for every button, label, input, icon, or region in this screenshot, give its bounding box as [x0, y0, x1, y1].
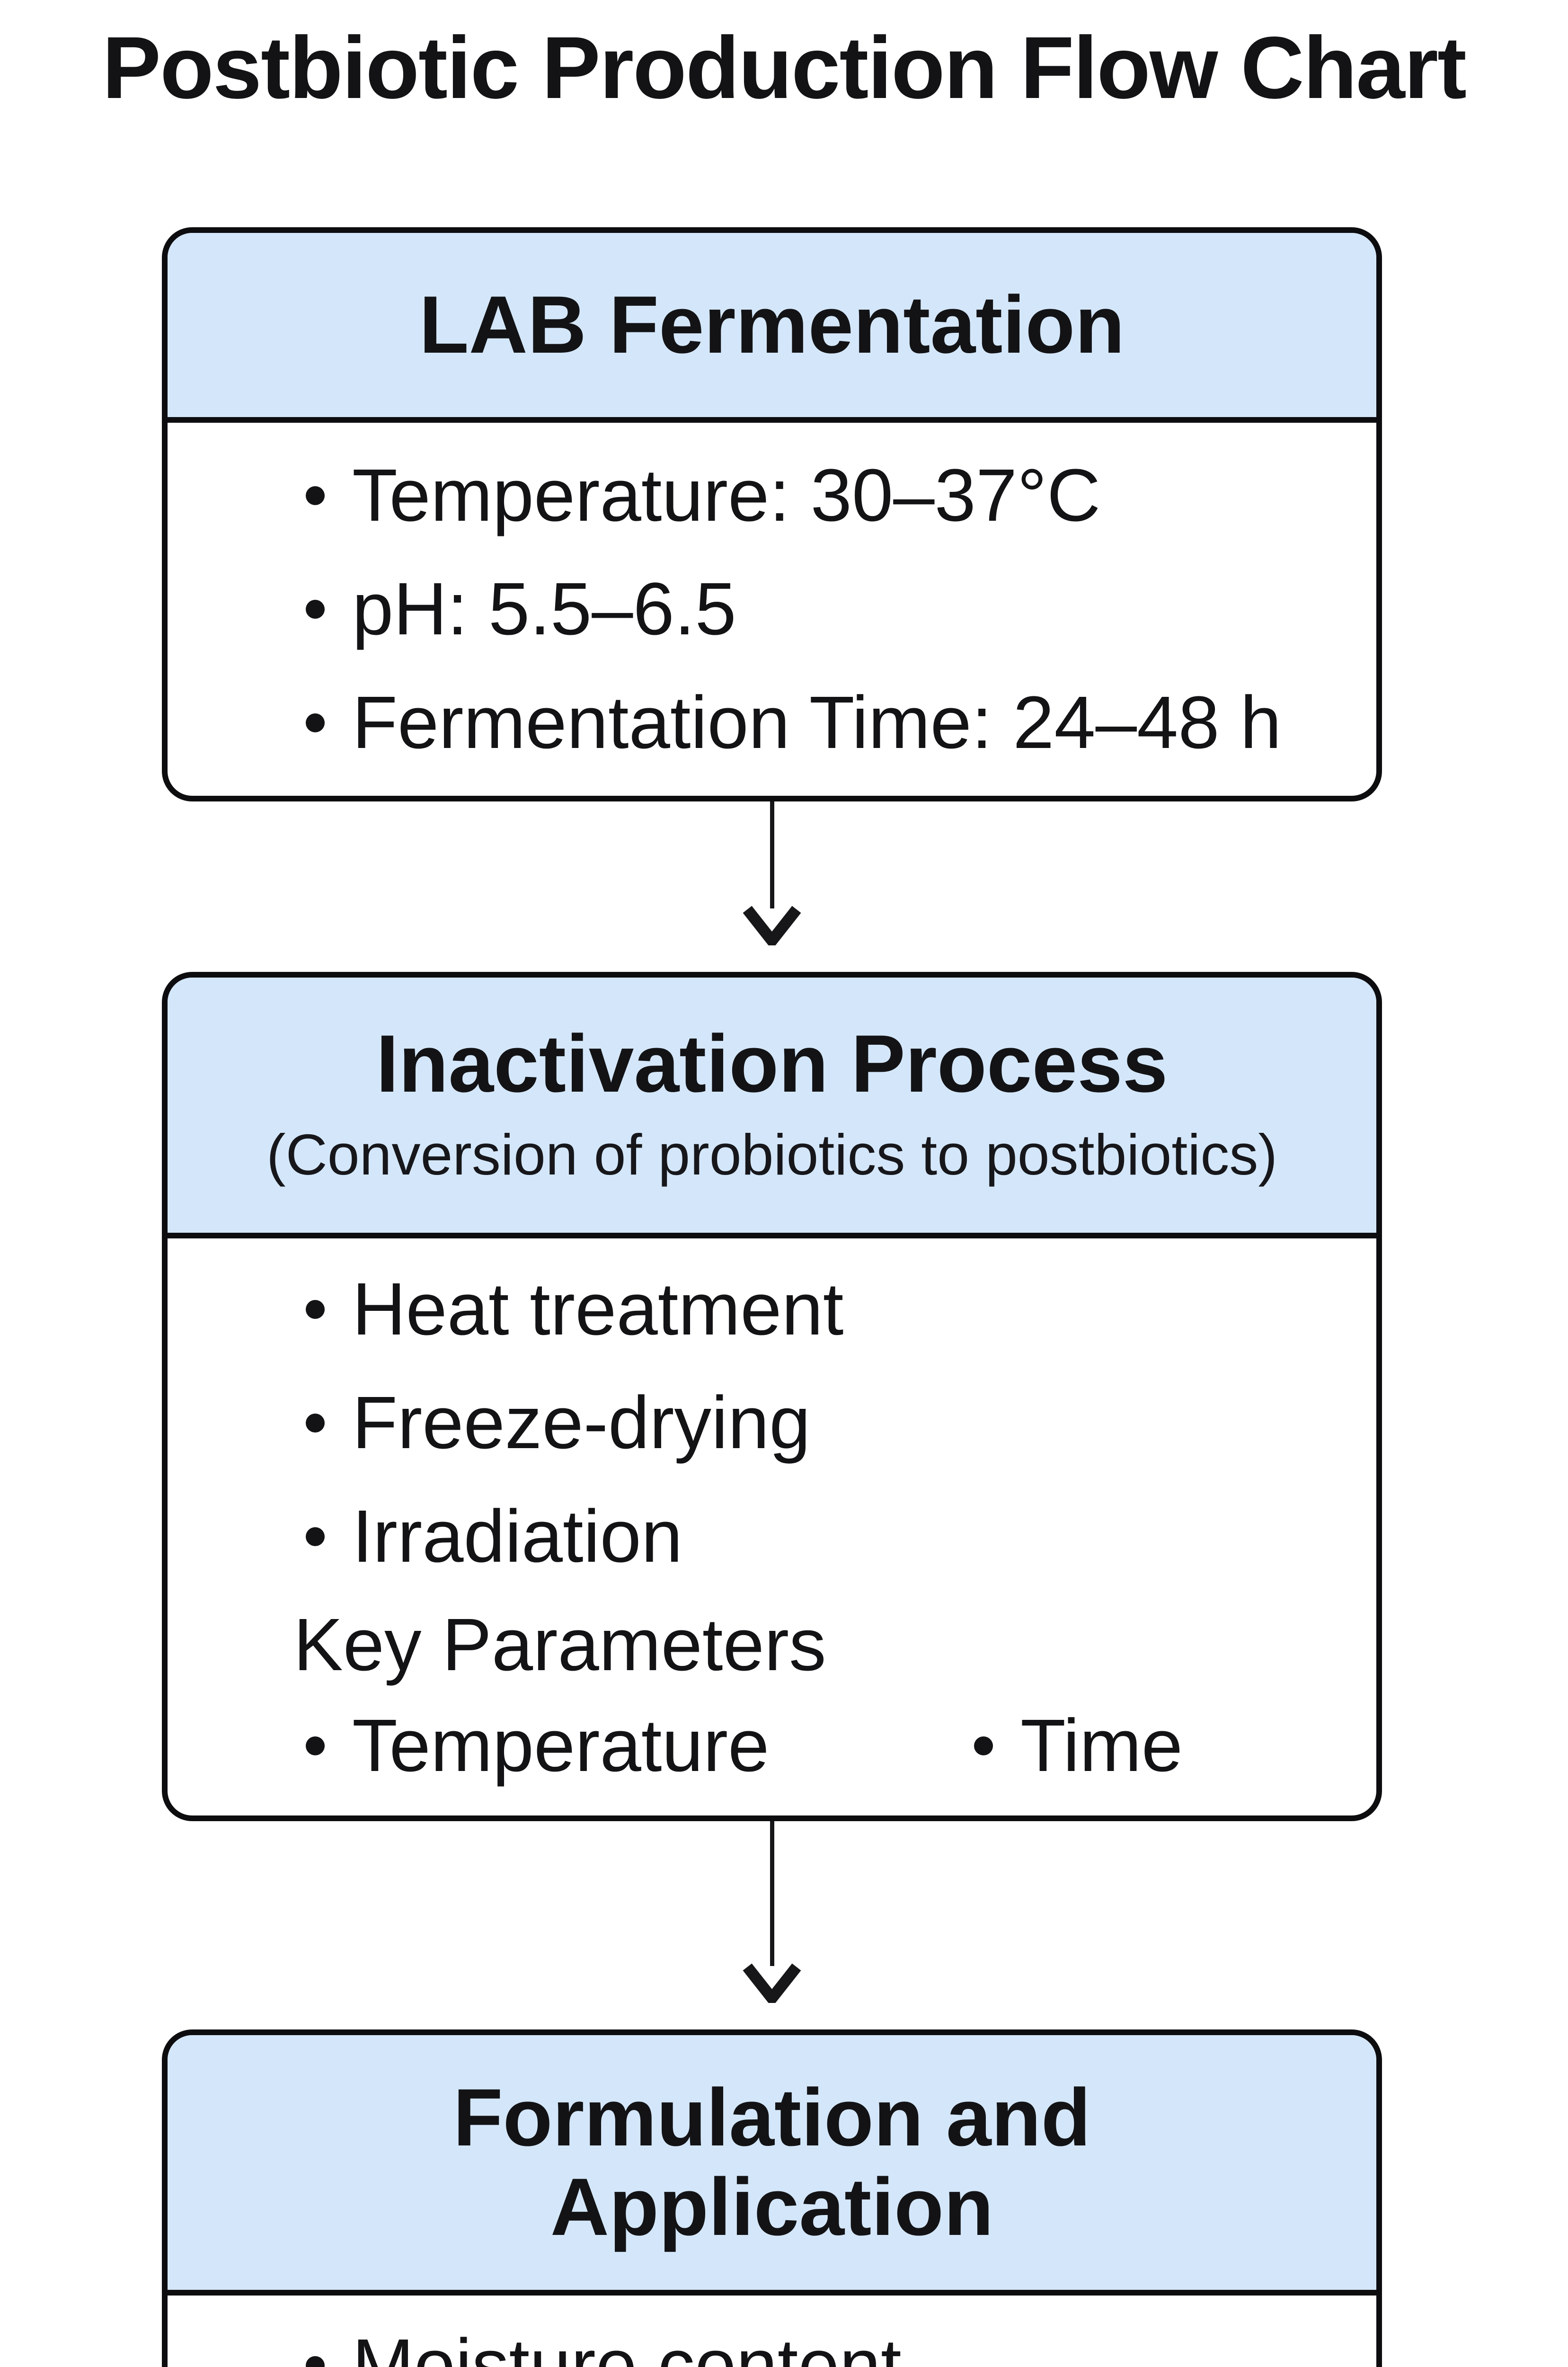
bullet-item: Moisture content	[306, 2309, 1357, 2367]
bullet-text: Freeze-drying	[352, 1381, 811, 1464]
bullet-text: Moisture content	[352, 2324, 902, 2367]
node-body: Temperature: 30–37°C pH: 5.5–6.5 Ferment…	[168, 423, 1376, 796]
flowchart: LAB Fermentation Temperature: 30–37°C pH…	[162, 227, 1382, 2367]
flow-node-formulation-and-application: Formulation and Application Moisture con…	[162, 2029, 1382, 2367]
parameter-item: Temperature	[306, 1690, 974, 1801]
bullet-list: Heat treatment Freeze-drying Irradiation	[168, 1253, 1357, 1593]
flow-edge-arrow	[162, 1821, 1382, 2029]
bullet-dot-icon	[306, 486, 325, 505]
bullet-text: Heat treatment	[352, 1267, 844, 1351]
bullet-text: Fermentation Time: 24–48 h	[352, 681, 1282, 764]
page-title: Postbiotic Production Flow Chart	[102, 19, 1467, 117]
flow-edge-arrow	[162, 801, 1382, 972]
bullet-dot-icon	[306, 599, 325, 619]
node-body: Heat treatment Freeze-drying Irradiation…	[168, 1238, 1376, 1815]
bullet-item: Fermentation Time: 24–48 h	[306, 666, 1357, 780]
node-header: Inactivation Process (Conversion of prob…	[168, 977, 1376, 1239]
arrow-shaft	[770, 1821, 774, 1967]
bullet-dot-icon	[306, 1300, 325, 1319]
bullet-dot-icon	[306, 1414, 325, 1433]
node-title: Inactivation Process	[376, 1018, 1168, 1109]
bullet-item: pH: 5.5–6.5	[306, 552, 1357, 666]
node-header: LAB Fermentation	[168, 232, 1376, 423]
bullet-item: Irradiation	[306, 1480, 1357, 1593]
bullet-dot-icon	[306, 713, 325, 732]
bullet-dot-icon	[306, 1736, 325, 1755]
bullet-list: Moisture content Stability	[168, 2309, 1357, 2367]
node-subtitle: (Conversion of probiotics to postbiotics…	[266, 1122, 1277, 1187]
node-body: Moisture content Stability	[168, 2296, 1376, 2367]
node-title-text: Formulation and Application	[453, 2072, 1091, 2253]
bullet-dot-icon	[306, 1527, 325, 1547]
node-title: Formulation and Application	[196, 2073, 1348, 2252]
arrow-shaft	[770, 801, 774, 908]
bullet-text: Irradiation	[352, 1495, 683, 1578]
bullet-item: Heat treatment	[306, 1253, 1357, 1366]
parameter-text: Temperature	[352, 1704, 770, 1787]
node-header: Formulation and Application	[168, 2035, 1376, 2296]
flow-node-inactivation-process: Inactivation Process (Conversion of prob…	[162, 971, 1382, 1822]
flow-node-lab-fermentation: LAB Fermentation Temperature: 30–37°C pH…	[162, 227, 1382, 801]
node-title: LAB Fermentation	[419, 279, 1125, 370]
bullet-dot-icon	[974, 1736, 993, 1755]
key-parameters-label: Key Parameters	[293, 1603, 826, 1687]
bullet-text: pH: 5.5–6.5	[352, 567, 736, 650]
down-arrowhead-icon	[743, 906, 801, 945]
parameters-list: Temperature Time	[168, 1690, 1357, 1801]
parameter-text: Time	[1020, 1704, 1183, 1787]
parameter-item: Time	[974, 1690, 1183, 1801]
down-arrowhead-icon	[743, 1963, 801, 2003]
bullet-item: Freeze-drying	[306, 1366, 1357, 1480]
bullet-item: Temperature: 30–37°C	[306, 439, 1357, 552]
bullet-list: Temperature: 30–37°C pH: 5.5–6.5 Ferment…	[168, 439, 1357, 780]
bullet-dot-icon	[306, 2356, 325, 2367]
bullet-text: Temperature: 30–37°C	[352, 454, 1101, 537]
